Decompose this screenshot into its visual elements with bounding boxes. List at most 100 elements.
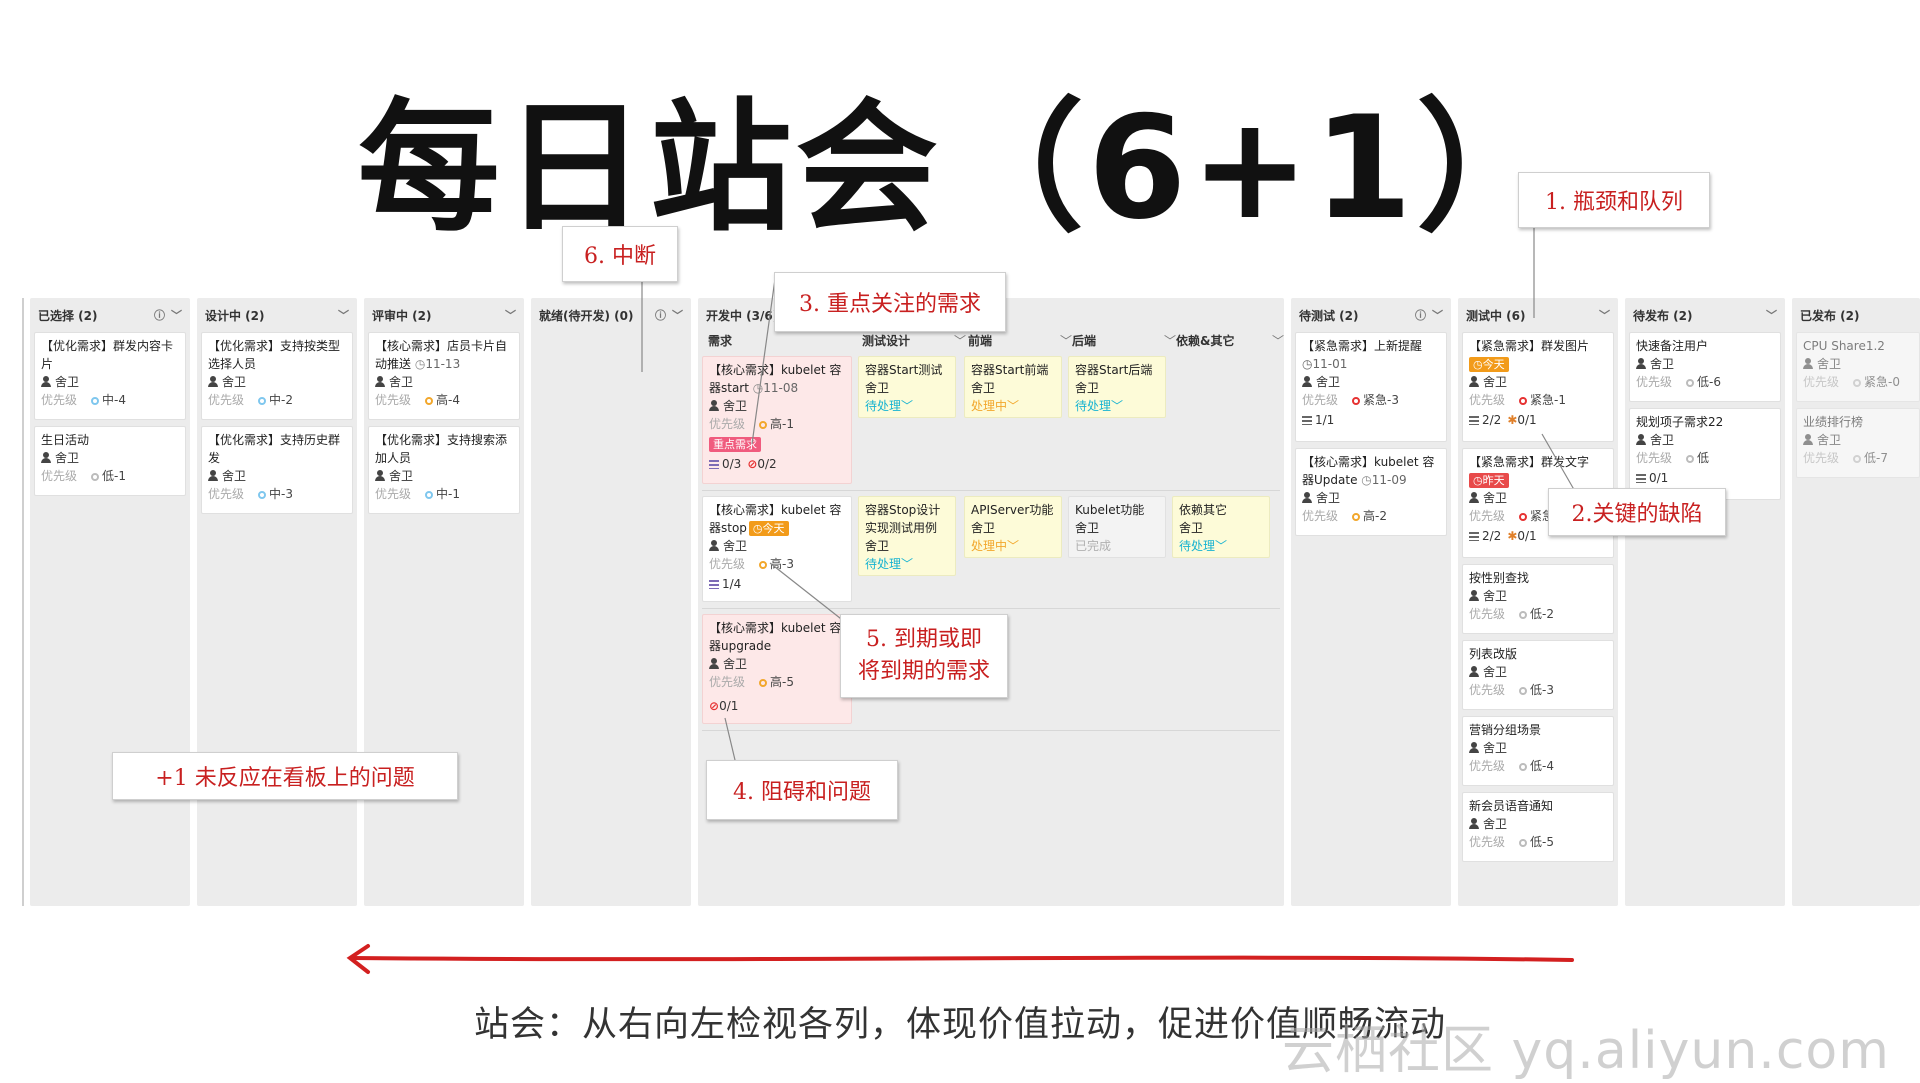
task-state[interactable]: 待处理﹀ <box>865 557 914 571</box>
kanban-card[interactable]: 快速备注用户 舍卫 优先级低-6 <box>1629 332 1781 402</box>
kanban-card[interactable]: 【核心需求】kubelet 容器stop◷今天 舍卫 优先级高-3 1/4 <box>702 496 852 602</box>
kanban-card[interactable]: 按性别查找 舍卫 优先级低-2 <box>1462 564 1614 634</box>
task-state[interactable]: 处理中﹀ <box>971 539 1020 553</box>
priority-row: 优先级低-1 <box>41 469 126 483</box>
subcolumn-dependency-toggle[interactable]: ﹀ <box>1268 332 1284 349</box>
blocked-icon: ⊘ <box>747 457 758 471</box>
column-title: 待测试 (2) <box>1299 308 1359 323</box>
card-title: 快速备注用户 <box>1636 339 1709 353</box>
column-header[interactable]: 评审中 (2) ﹀ <box>364 298 524 332</box>
column-testing[interactable]: 测试中 (6) ﹀ 【紧急需求】群发图片 ◷今天 舍卫 优先级紧急-1 2/2✱… <box>1458 298 1618 906</box>
column-header[interactable]: 已选择 (2) ⓘ ﹀ <box>30 298 190 332</box>
kanban-card[interactable]: 【紧急需求】群发图片 ◷今天 舍卫 优先级紧急-1 2/2✱0/1 <box>1462 332 1614 442</box>
column-header[interactable]: 就绪(待开发) (0) ⓘ ﹀ <box>531 298 691 332</box>
kanban-card-blocked[interactable]: 【核心需求】kubelet 容器upgrade 舍卫 优先级高-5 ⊘0/1 <box>702 614 852 724</box>
column-ready[interactable]: 就绪(待开发) (0) ⓘ ﹀ <box>531 298 691 906</box>
chevron-down-icon[interactable]: ﹀ <box>672 309 683 322</box>
assignee: 舍卫 <box>41 449 179 467</box>
column-review[interactable]: 评审中 (2) ﹀ 【核心需求】店员卡片自动推送 ◷11-13 舍卫 优先级高-… <box>364 298 524 906</box>
focus-tag: 重点需求 <box>709 437 761 452</box>
user-icon <box>1302 376 1312 387</box>
task-title: 容器Stop设计实现测试用例 <box>865 503 941 535</box>
column-developing[interactable]: 开发中 (3/6) 需求 测试设计 ﹀ 前端 ﹀ 后端 ﹀ 依赖&其它 ﹀ 【核… <box>698 298 1284 906</box>
subtask-icon <box>709 460 719 469</box>
kanban-card[interactable]: 营销分组场景 舍卫 优先级低-4 <box>1462 716 1614 786</box>
assignee: 舍卫 <box>1469 663 1607 681</box>
task-card[interactable]: APIServer功能 舍卫 处理中﹀ <box>964 496 1062 558</box>
card-title: 【核心需求】kubelet 容器start ◷11-08 <box>709 363 842 395</box>
task-card[interactable]: 容器Start前端 舍卫 处理中﹀ <box>964 356 1062 418</box>
info-icon[interactable]: ⓘ <box>655 309 666 322</box>
column-header[interactable]: 待测试 (2) ⓘ ﹀ <box>1291 298 1451 332</box>
kanban-card[interactable]: 生日活动 舍卫 优先级低-1 <box>34 426 186 496</box>
column-title: 就绪(待开发) (0) <box>539 308 634 323</box>
column-header[interactable]: 待发布 (2) ﹀ <box>1625 298 1785 332</box>
subcolumn-backend-toggle[interactable]: ﹀ <box>1160 332 1176 349</box>
subcolumn-backend[interactable]: 后端 <box>1072 334 1097 348</box>
chevron-down-icon: ﹀ <box>1272 334 1285 348</box>
assignee: 舍卫 <box>971 521 996 535</box>
chevron-down-icon[interactable]: ﹀ <box>171 309 182 322</box>
priority-row: 优先级低-2 <box>1469 607 1554 621</box>
card-stats: 1/4 <box>709 575 845 593</box>
clock-icon: ◷ <box>414 357 426 371</box>
kanban-card[interactable]: CPU Share1.2 舍卫 优先级紧急-0 <box>1796 332 1920 402</box>
assignee: 舍卫 <box>41 373 179 391</box>
kanban-card[interactable]: 【优化需求】群发内容卡片 舍卫 优先级中-4 <box>34 332 186 420</box>
subcolumn-dependency[interactable]: 依赖&其它 <box>1176 334 1235 348</box>
task-state[interactable]: 待处理﹀ <box>1179 539 1228 553</box>
kanban-card[interactable]: 新会员语音通知 舍卫 优先级低-5 <box>1462 792 1614 862</box>
column-header[interactable]: 测试中 (6) ﹀ <box>1458 298 1618 332</box>
board-left-edge <box>22 298 24 906</box>
task-card[interactable]: Kubelet功能 舍卫 已完成 <box>1068 496 1166 558</box>
task-state[interactable]: 待处理﹀ <box>865 399 914 413</box>
chevron-down-icon[interactable]: ﹀ <box>1432 309 1443 322</box>
priority-row: 优先级中-3 <box>208 487 293 501</box>
chevron-down-icon[interactable]: ﹀ <box>338 309 349 322</box>
card-title: 生日活动 <box>41 433 90 447</box>
chevron-down-icon[interactable]: ﹀ <box>1766 309 1777 322</box>
kanban-card[interactable]: 规划项子需求22 舍卫 优先级低 0/1 <box>1629 408 1781 500</box>
subcolumn-frontend-toggle[interactable]: ﹀ <box>1056 332 1072 349</box>
column-released[interactable]: 已发布 (2) CPU Share1.2 舍卫 优先级紧急-0 业绩排行榜 舍卫… <box>1792 298 1920 906</box>
kanban-card[interactable]: 【核心需求】kubelet 容器Update ◷11-09 舍卫 优先级高-2 <box>1295 448 1447 536</box>
kanban-card[interactable]: 【优化需求】支持历史群发 舍卫 优先级中-3 <box>201 426 353 514</box>
task-state[interactable]: 待处理﹀ <box>1075 399 1124 413</box>
task-card[interactable]: 容器Start测试 舍卫 待处理﹀ <box>858 356 956 418</box>
column-header[interactable]: 已发布 (2) <box>1792 298 1920 332</box>
clock-icon: ◷ <box>1302 357 1313 371</box>
priority-row: 优先级高-5 <box>709 675 794 689</box>
task-card[interactable]: 容器Start后端 舍卫 待处理﹀ <box>1068 356 1166 418</box>
kanban-card[interactable]: 【优化需求】支持按类型选择人员 舍卫 优先级中-2 <box>201 332 353 420</box>
column-test-waiting[interactable]: 待测试 (2) ⓘ ﹀ 【紧急需求】上新提醒 ◷11-01 舍卫 优先级紧急-3… <box>1291 298 1451 906</box>
assignee: 舍卫 <box>709 397 845 415</box>
task-card[interactable]: 依赖其它 舍卫 待处理﹀ <box>1172 496 1270 558</box>
kanban-card-focus[interactable]: 【核心需求】kubelet 容器start ◷11-08 舍卫 优先级高-1 重… <box>702 356 852 484</box>
column-to-release[interactable]: 待发布 (2) ﹀ 快速备注用户 舍卫 优先级低-6 规划项子需求22 舍卫 优… <box>1625 298 1785 906</box>
task-state[interactable]: 处理中﹀ <box>971 399 1020 413</box>
column-selected[interactable]: 已选择 (2) ⓘ ﹀ 【优化需求】群发内容卡片 舍卫 优先级中-4 生日活动 … <box>30 298 190 906</box>
kanban-card[interactable]: 【核心需求】店员卡片自动推送 ◷11-13 舍卫 优先级高-4 <box>368 332 520 420</box>
assignee: 舍卫 <box>1469 587 1607 605</box>
due-date: 11-08 <box>763 381 799 395</box>
subcolumn-test-design[interactable]: 测试设计 <box>862 334 911 348</box>
column-header[interactable]: 设计中 (2) ﹀ <box>197 298 357 332</box>
due-row: ◷11-01 <box>1302 355 1440 373</box>
task-card[interactable]: 容器Stop设计实现测试用例 舍卫 待处理﹀ <box>858 496 956 576</box>
kanban-card[interactable]: 列表改版 舍卫 优先级低-3 <box>1462 640 1614 710</box>
column-designing[interactable]: 设计中 (2) ﹀ 【优化需求】支持按类型选择人员 舍卫 优先级中-2 【优化需… <box>197 298 357 906</box>
subcolumn-frontend[interactable]: 前端 <box>968 334 993 348</box>
task-state[interactable]: 已完成 <box>1075 539 1112 553</box>
kanban-card[interactable]: 【优化需求】支持搜索添加人员 舍卫 优先级中-1 <box>368 426 520 514</box>
kanban-card[interactable]: 业绩排行榜 舍卫 优先级低-7 <box>1796 408 1920 478</box>
kanban-card[interactable]: 【紧急需求】上新提醒 ◷11-01 舍卫 优先级紧急-3 1/1 <box>1295 332 1447 442</box>
priority-row: 优先级高-2 <box>1302 509 1387 523</box>
column-title: 设计中 (2) <box>205 308 265 323</box>
info-icon[interactable]: ⓘ <box>1415 309 1426 322</box>
subcolumn-test-design-toggle[interactable]: ﹀ <box>950 332 966 349</box>
watermark: 云栖社区 yq.aliyun.com <box>1282 1021 1890 1081</box>
chevron-down-icon[interactable]: ﹀ <box>1599 309 1610 322</box>
user-icon <box>1469 742 1479 753</box>
chevron-down-icon[interactable]: ﹀ <box>505 309 516 322</box>
info-icon[interactable]: ⓘ <box>154 309 165 322</box>
